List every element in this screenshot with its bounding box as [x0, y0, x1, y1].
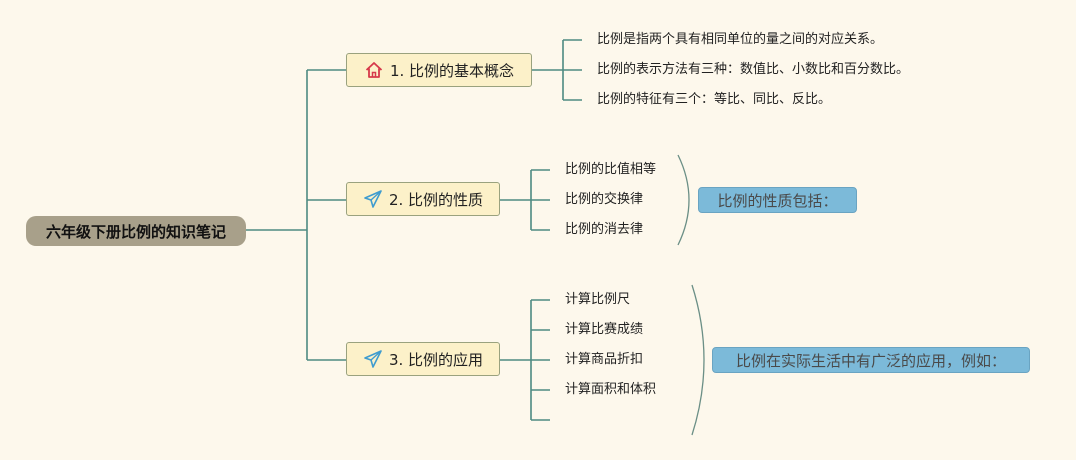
- leaf-b3-2[interactable]: 计算比赛成绩: [565, 322, 644, 337]
- brace-b2: [677, 154, 690, 246]
- paper-plane-icon: [363, 189, 383, 209]
- summary-label-3: 比例在实际生活中有广泛的应用，例如：: [735, 351, 1006, 370]
- paper-plane-icon: [363, 349, 383, 369]
- leaf-b1-2[interactable]: 比例的表示方法有三种：数值比、小数比和百分数比。: [597, 62, 910, 77]
- connector-b3-leaves: [500, 299, 550, 421]
- leaf-b2-2[interactable]: 比例的交换律: [565, 192, 644, 207]
- branch-node-2[interactable]: 2. 比例的性质: [346, 182, 500, 216]
- home-icon: [364, 60, 384, 80]
- leaf-b1-3[interactable]: 比例的特征有三个：等比、同比、反比。: [597, 92, 832, 107]
- leaf-b2-1[interactable]: 比例的比值相等: [565, 162, 657, 177]
- connector-b2-leaves: [500, 169, 550, 231]
- root-node[interactable]: 六年级下册比例的知识笔记: [26, 216, 246, 246]
- brace-b3: [691, 284, 705, 436]
- leaf-b3-3[interactable]: 计算商品折扣: [565, 352, 644, 367]
- leaf-b3-1[interactable]: 计算比例尺: [565, 292, 631, 307]
- summary-node-3[interactable]: 比例在实际生活中有广泛的应用，例如：: [712, 347, 1030, 373]
- branch-label-3: 3. 比例的应用: [388, 350, 484, 369]
- branch-label-2: 2. 比例的性质: [388, 190, 484, 209]
- leaf-b2-3[interactable]: 比例的消去律: [565, 222, 644, 237]
- connector-b1-leaves: [532, 39, 582, 101]
- summary-label-2: 比例的性质包括：: [717, 191, 838, 210]
- leaf-b1-1[interactable]: 比例是指两个具有相同单位的量之间的对应关系。: [597, 32, 884, 47]
- leaf-b3-4[interactable]: 计算面积和体积: [565, 382, 657, 397]
- branch-label-1: 1. 比例的基本概念: [389, 61, 515, 80]
- branch-node-3[interactable]: 3. 比例的应用: [346, 342, 500, 376]
- branch-node-1[interactable]: 1. 比例的基本概念: [346, 53, 532, 87]
- root-label: 六年级下册比例的知识笔记: [45, 222, 226, 241]
- summary-node-2[interactable]: 比例的性质包括：: [698, 187, 857, 213]
